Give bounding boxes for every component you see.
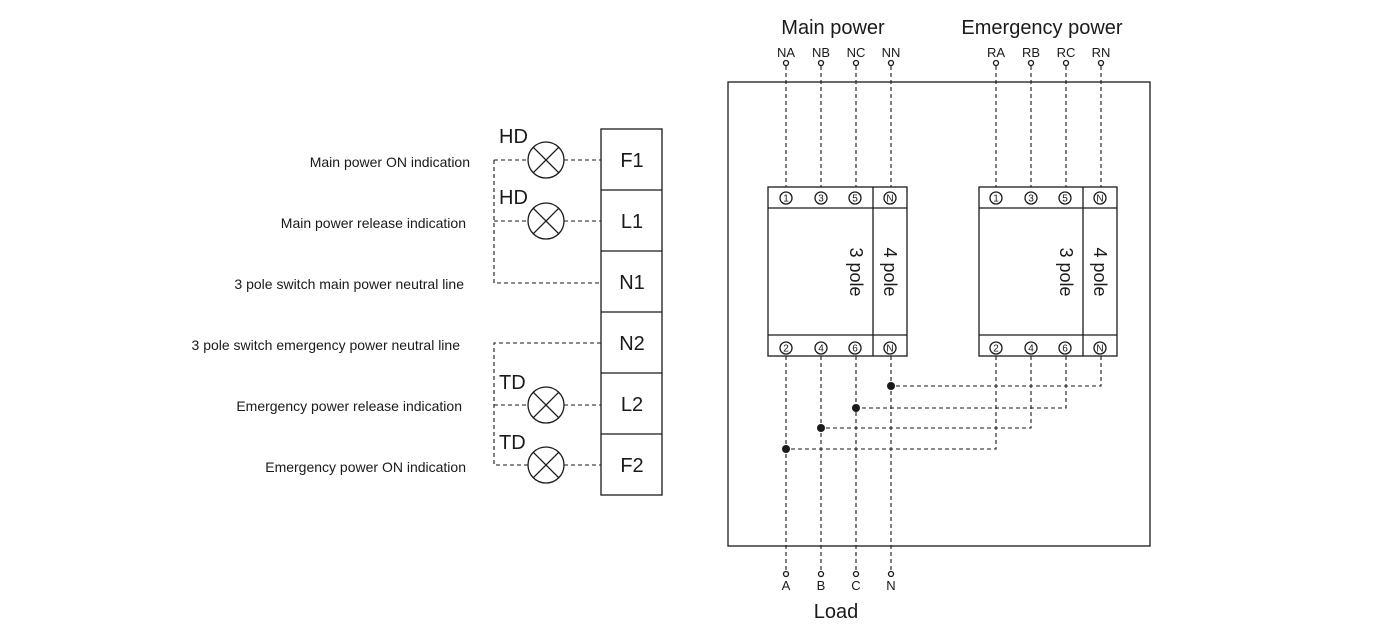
emergency-pin-2: 2 [993, 344, 999, 355]
input-na: NA [777, 45, 795, 60]
lamp-td-label-2: TD [499, 432, 526, 454]
junction-dots [782, 382, 895, 453]
lamp-td-emergency-release-icon [527, 386, 565, 424]
terminal-l1: L1 [621, 211, 643, 233]
load-title: Load [814, 601, 859, 623]
terminal-n1: N1 [619, 272, 645, 294]
terminal-f1: F1 [620, 150, 643, 172]
input-nn: NN [882, 45, 901, 60]
main-4-pole-label: 4 pole [880, 247, 900, 296]
main-pin-n-bottom: N [886, 344, 893, 355]
emergency-pin-4: 4 [1028, 344, 1034, 355]
indication-panel: Main power ON indication Main power rele… [192, 126, 663, 496]
main-pin-1: 1 [783, 194, 789, 205]
main-pin-n-top: N [886, 194, 893, 205]
terminal-l2: L2 [621, 394, 643, 416]
main-pin-3: 3 [818, 194, 824, 205]
input-nc: NC [847, 45, 866, 60]
lamp-hd-main-on-icon [527, 141, 565, 179]
emergency-pin-6: 6 [1062, 344, 1068, 355]
input-rc: RC [1057, 45, 1076, 60]
emergency-pin-1: 1 [993, 194, 999, 205]
main-power-title: Main power [781, 17, 885, 39]
lamp-td-emergency-on-icon [527, 446, 565, 484]
emergency-pin-n-bottom: N [1096, 344, 1103, 355]
main-pin-4: 4 [818, 344, 824, 355]
transfer-switch: Main power Emergency power NA NB NC NN R… [727, 17, 1151, 623]
label-emergency-power-release: Emergency power release indication [236, 398, 462, 414]
label-main-neutral-line: 3 pole switch main power neutral line [234, 276, 464, 292]
lamp-hd-label-1: HD [499, 126, 528, 148]
main-breaker: 1 3 5 N 2 4 6 N 3 pole 4 pole [767, 186, 908, 357]
input-nb: NB [812, 45, 830, 60]
terminal-n2: N2 [619, 333, 645, 355]
main-pin-5: 5 [852, 194, 858, 205]
main-pin-6: 6 [852, 344, 858, 355]
terminal-block: F1 L1 N1 N2 L2 F2 [600, 128, 663, 496]
label-main-power-on: Main power ON indication [310, 154, 470, 170]
lamp-hd-label-2: HD [499, 187, 528, 209]
terminal-f2: F2 [620, 455, 643, 477]
emergency-pin-3: 3 [1028, 194, 1034, 205]
emergency-4-pole-label: 4 pole [1090, 247, 1110, 296]
input-ra: RA [987, 45, 1005, 60]
emergency-pin-n-top: N [1096, 194, 1103, 205]
lamp-td-label-1: TD [499, 372, 526, 394]
enclosure [727, 81, 1151, 547]
lamp-hd-main-release-icon [527, 202, 565, 240]
output-a: A [782, 578, 791, 593]
label-emergency-power-on: Emergency power ON indication [265, 459, 466, 475]
output-b: B [817, 578, 826, 593]
main-pin-2: 2 [783, 344, 789, 355]
input-rb: RB [1022, 45, 1040, 60]
output-n: N [886, 578, 895, 593]
main-3-pole-label: 3 pole [846, 247, 866, 296]
label-emergency-neutral-line: 3 pole switch emergency power neutral li… [192, 337, 461, 353]
input-rn: RN [1092, 45, 1111, 60]
emergency-pin-5: 5 [1062, 194, 1068, 205]
output-c: C [851, 578, 860, 593]
emergency-power-title: Emergency power [961, 17, 1123, 39]
emergency-3-pole-label: 3 pole [1056, 247, 1076, 296]
label-main-power-release: Main power release indication [281, 215, 466, 231]
emergency-breaker: 1 3 5 N 2 4 6 N 3 pole 4 pole [978, 186, 1118, 357]
